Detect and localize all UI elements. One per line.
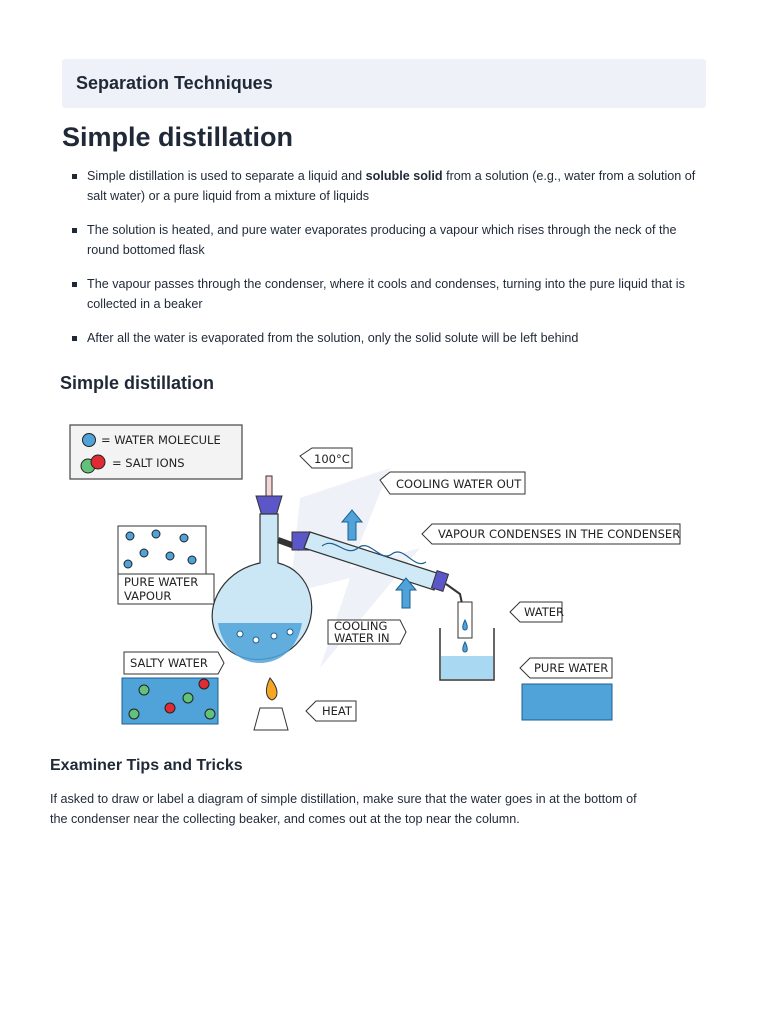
cooling-in-tag	[327, 619, 407, 645]
legend-water-label: = WATER MOLECULE	[101, 433, 221, 447]
water-tag	[509, 601, 563, 623]
bullet-item: The vapour passes through the condenser,…	[72, 274, 702, 314]
cooling-out-tag	[379, 471, 526, 495]
salty-water-label: SALTY WATER	[130, 656, 208, 670]
bullet-text: Simple distillation is used to separate …	[87, 169, 366, 183]
cooling-in-label-2: WATER IN	[334, 631, 390, 645]
bullet-item: After all the water is evaporated from t…	[72, 328, 702, 348]
heat-label: HEAT	[322, 704, 353, 718]
cooling-out-label: COOLING WATER OUT	[396, 477, 522, 491]
pure-water-label: PURE WATER	[534, 661, 608, 675]
diagram-heading: Simple distillation	[60, 373, 215, 393]
bullet-bold-text: soluble solid	[365, 169, 443, 183]
water-label: WATER	[524, 605, 564, 619]
section-title: Separation Techniques	[76, 73, 273, 93]
bullet-text: from a solution (e.g., water from a solu…	[87, 169, 696, 203]
temperature-label: 100°C	[314, 452, 350, 466]
heat-tag	[305, 700, 357, 722]
condenses-tag	[421, 523, 681, 545]
pure-water-tag	[519, 657, 613, 679]
section-banner: Separation Techniques	[62, 59, 706, 108]
legend: = WATER MOLECULE = SALT IONS	[69, 424, 243, 480]
legend-salt-label: = SALT IONS	[112, 456, 185, 470]
collecting-beaker	[439, 601, 495, 681]
page-title: Simple distillation	[62, 122, 294, 152]
cooling-in-arrow	[394, 577, 418, 609]
salty-water-tag	[123, 651, 225, 675]
cooling-out-arrow	[340, 509, 364, 541]
cooling-in-label-1: COOLING	[334, 619, 387, 633]
bullet-item: The solution is heated, and pure water e…	[72, 220, 702, 260]
pure-water-vapour-label-2: VAPOUR	[124, 589, 171, 603]
bunsen-burner	[253, 677, 289, 731]
watermark-logo	[290, 468, 420, 668]
round-bottom-flask	[211, 513, 313, 663]
water-molecule-icon	[82, 433, 96, 447]
pure-water-vapour-tag	[117, 573, 215, 605]
temperature-tag	[299, 447, 353, 469]
condenses-label: VAPOUR CONDENSES IN THE CONDENSER	[438, 527, 680, 541]
distillation-diagram: = WATER MOLECULE = SALT IONS PURE WATER …	[69, 424, 681, 731]
bullet-text: The vapour passes through the condenser,…	[87, 277, 685, 311]
stopper	[255, 495, 283, 517]
salt-ion-red-icon	[90, 454, 106, 470]
tips-text: If asked to draw or label a diagram of s…	[50, 792, 637, 826]
bullet-text: The solution is heated, and pure water e…	[87, 223, 677, 257]
tips-heading: Examiner Tips and Tricks	[50, 757, 243, 774]
pure-water-molecules	[521, 683, 613, 721]
bullet-list: Simple distillation is used to separate …	[72, 166, 702, 348]
salty-water-molecules	[121, 677, 219, 725]
pure-water-vapour-label-1: PURE WATER	[124, 575, 198, 589]
bullet-text: After all the water is evaporated from t…	[87, 331, 579, 345]
vapour-molecules-box	[117, 525, 207, 575]
bullet-item: Simple distillation is used to separate …	[72, 166, 702, 206]
